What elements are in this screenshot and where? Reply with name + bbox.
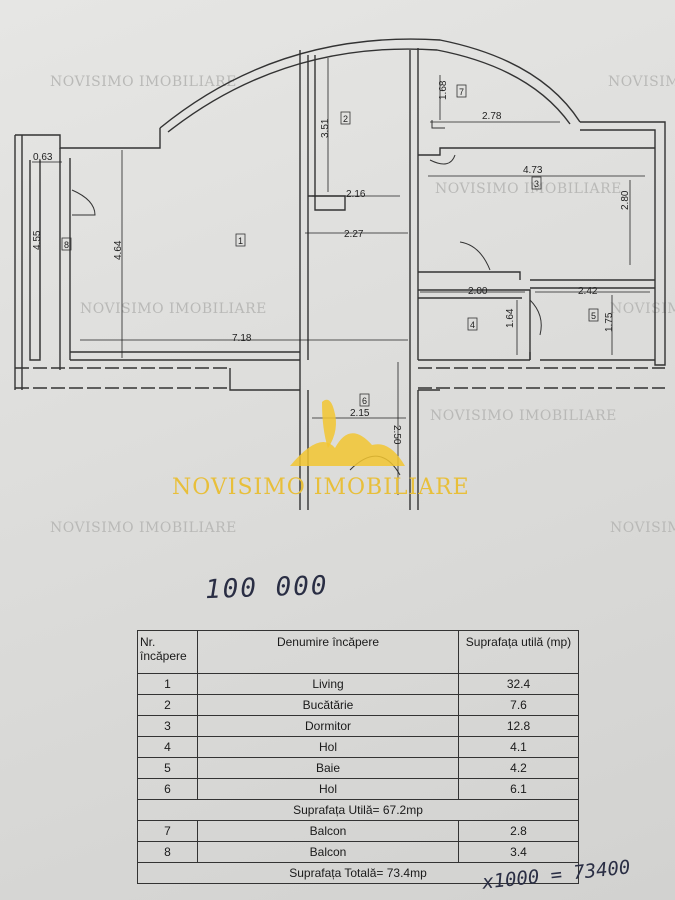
- table-row: 7 Balcon 2.8: [137, 820, 579, 842]
- cell-name: Balcon: [197, 841, 459, 863]
- cell-nr: 3: [137, 715, 198, 737]
- watermark-group: NOVISIMO IMOBILIARE NOVISIMO IMOBILIARE …: [50, 74, 675, 536]
- watermark-text: NOVISIMO IMOBILIARE: [50, 520, 237, 536]
- dimension-label: 2.50: [391, 425, 402, 445]
- watermark-text: NOVISIMO IMOBILIARE: [430, 408, 617, 424]
- cell-name: Hol: [197, 736, 459, 758]
- room-number: 6: [362, 396, 367, 406]
- cell-area: 6.1: [458, 778, 579, 800]
- watermark-text: NOVISIMO IMOBILIARE: [608, 74, 675, 90]
- dimension-label: 7.18: [232, 333, 252, 344]
- cell-area: 12.8: [458, 715, 579, 737]
- handwritten-price: 100 000: [204, 570, 330, 606]
- room-numbers: 1 2 3 4 5 6 7 8: [64, 87, 596, 406]
- watermark-text: NOVISIMO IMOBILIARE: [80, 301, 267, 317]
- dimension-label: 1.68: [438, 80, 449, 100]
- brand-logo-text: NOVISIMO IMOBILIARE: [172, 475, 470, 500]
- walls: [14, 38, 666, 510]
- dimension-label: 2.42: [578, 286, 598, 297]
- cell-name: Living: [197, 673, 459, 695]
- cell-nr: 6: [137, 778, 198, 800]
- usable-total: Suprafața Utilă= 67.2mp: [137, 799, 579, 821]
- table-row: 4 Hol 4.1: [137, 736, 579, 758]
- room-number: 1: [238, 236, 243, 246]
- brand-logo: NOVISIMO IMOBILIARE: [172, 399, 470, 500]
- cell-name: Bucătărie: [197, 694, 459, 716]
- table-row: 1 Living 32.4: [137, 673, 579, 695]
- cell-name: Hol: [197, 778, 459, 800]
- dimension-label: 2.00: [468, 286, 488, 297]
- cell-area: 2.8: [458, 820, 579, 842]
- cell-area: 7.6: [458, 694, 579, 716]
- cell-area: 3.4: [458, 841, 579, 863]
- grand-total: Suprafața Totală= 73.4mp: [137, 862, 579, 884]
- room-number: 8: [64, 240, 69, 250]
- watermark-text: NOVISIMO IMOBILIARE: [435, 181, 622, 197]
- cell-name: Balcon: [197, 820, 459, 842]
- room-number-boxes: [61, 84, 599, 407]
- dimension-lines: [32, 58, 650, 495]
- cell-area: 32.4: [458, 673, 579, 695]
- cell-area: 4.1: [458, 736, 579, 758]
- room-number: 7: [459, 87, 464, 97]
- watermark-text: NOVISIMO IMOBILIARE: [610, 520, 675, 536]
- table-row: 2 Bucătărie 7.6: [137, 694, 579, 716]
- cell-area: 4.2: [458, 757, 579, 779]
- dimension-label: 4.55: [32, 230, 43, 250]
- table-row: 8 Balcon 3.4: [137, 841, 579, 863]
- dimension-label: 2.80: [620, 190, 631, 210]
- room-number: 4: [470, 320, 475, 330]
- logo-mark-icon: [290, 433, 405, 466]
- dimension-label: 4.73: [523, 165, 543, 176]
- dimension-label: 3.51: [320, 118, 331, 138]
- cell-nr: 4: [137, 736, 198, 758]
- header-nr: Nr. încăpere: [137, 630, 198, 674]
- dimension-label: 2.78: [482, 111, 502, 122]
- cell-name: Dormitor: [197, 715, 459, 737]
- dimension-label: 1.64: [505, 308, 516, 328]
- cell-name: Baie: [197, 757, 459, 779]
- floor-plan: NOVISIMO IMOBILIARE NOVISIMO IMOBILIARE …: [14, 38, 675, 536]
- table-row: 5 Baie 4.2: [137, 757, 579, 779]
- usable-total-row: Suprafața Utilă= 67.2mp: [137, 799, 579, 821]
- room-number: 2: [343, 114, 348, 124]
- table-row: 3 Dormitor 12.8: [137, 715, 579, 737]
- dimension-label: 2.15: [350, 408, 370, 419]
- cell-nr: 8: [137, 841, 198, 863]
- header-area: Suprafața utilă (mp): [458, 630, 579, 674]
- watermark-text: NOVISIMO IMOBILIARE: [610, 301, 675, 317]
- dimension-label: 4.64: [113, 240, 124, 260]
- dimension-label: 2.27: [344, 229, 364, 240]
- cell-nr: 1: [137, 673, 198, 695]
- grand-total-row: Suprafața Totală= 73.4mp: [137, 862, 579, 884]
- dimension-labels: 0.63 4.55 4.64 3.51 2.16 2.27 1.68 2.78 …: [32, 80, 631, 445]
- cell-nr: 7: [137, 820, 198, 842]
- dimension-label: 0.63: [33, 152, 53, 163]
- table-row: 6 Hol 6.1: [137, 778, 579, 800]
- room-number: 5: [591, 311, 596, 321]
- watermark-text: NOVISIMO IMOBILIARE: [50, 74, 237, 90]
- rooms-table: Nr. încăpere Denumire încăpere Suprafața…: [137, 630, 579, 884]
- room-number: 3: [534, 179, 539, 189]
- dimension-label: 2.16: [346, 189, 366, 200]
- table-header: Nr. încăpere Denumire încăpere Suprafața…: [137, 630, 579, 674]
- header-name: Denumire încăpere: [197, 630, 459, 674]
- dimension-label: 1.75: [604, 312, 615, 332]
- cell-nr: 5: [137, 757, 198, 779]
- cell-nr: 2: [137, 694, 198, 716]
